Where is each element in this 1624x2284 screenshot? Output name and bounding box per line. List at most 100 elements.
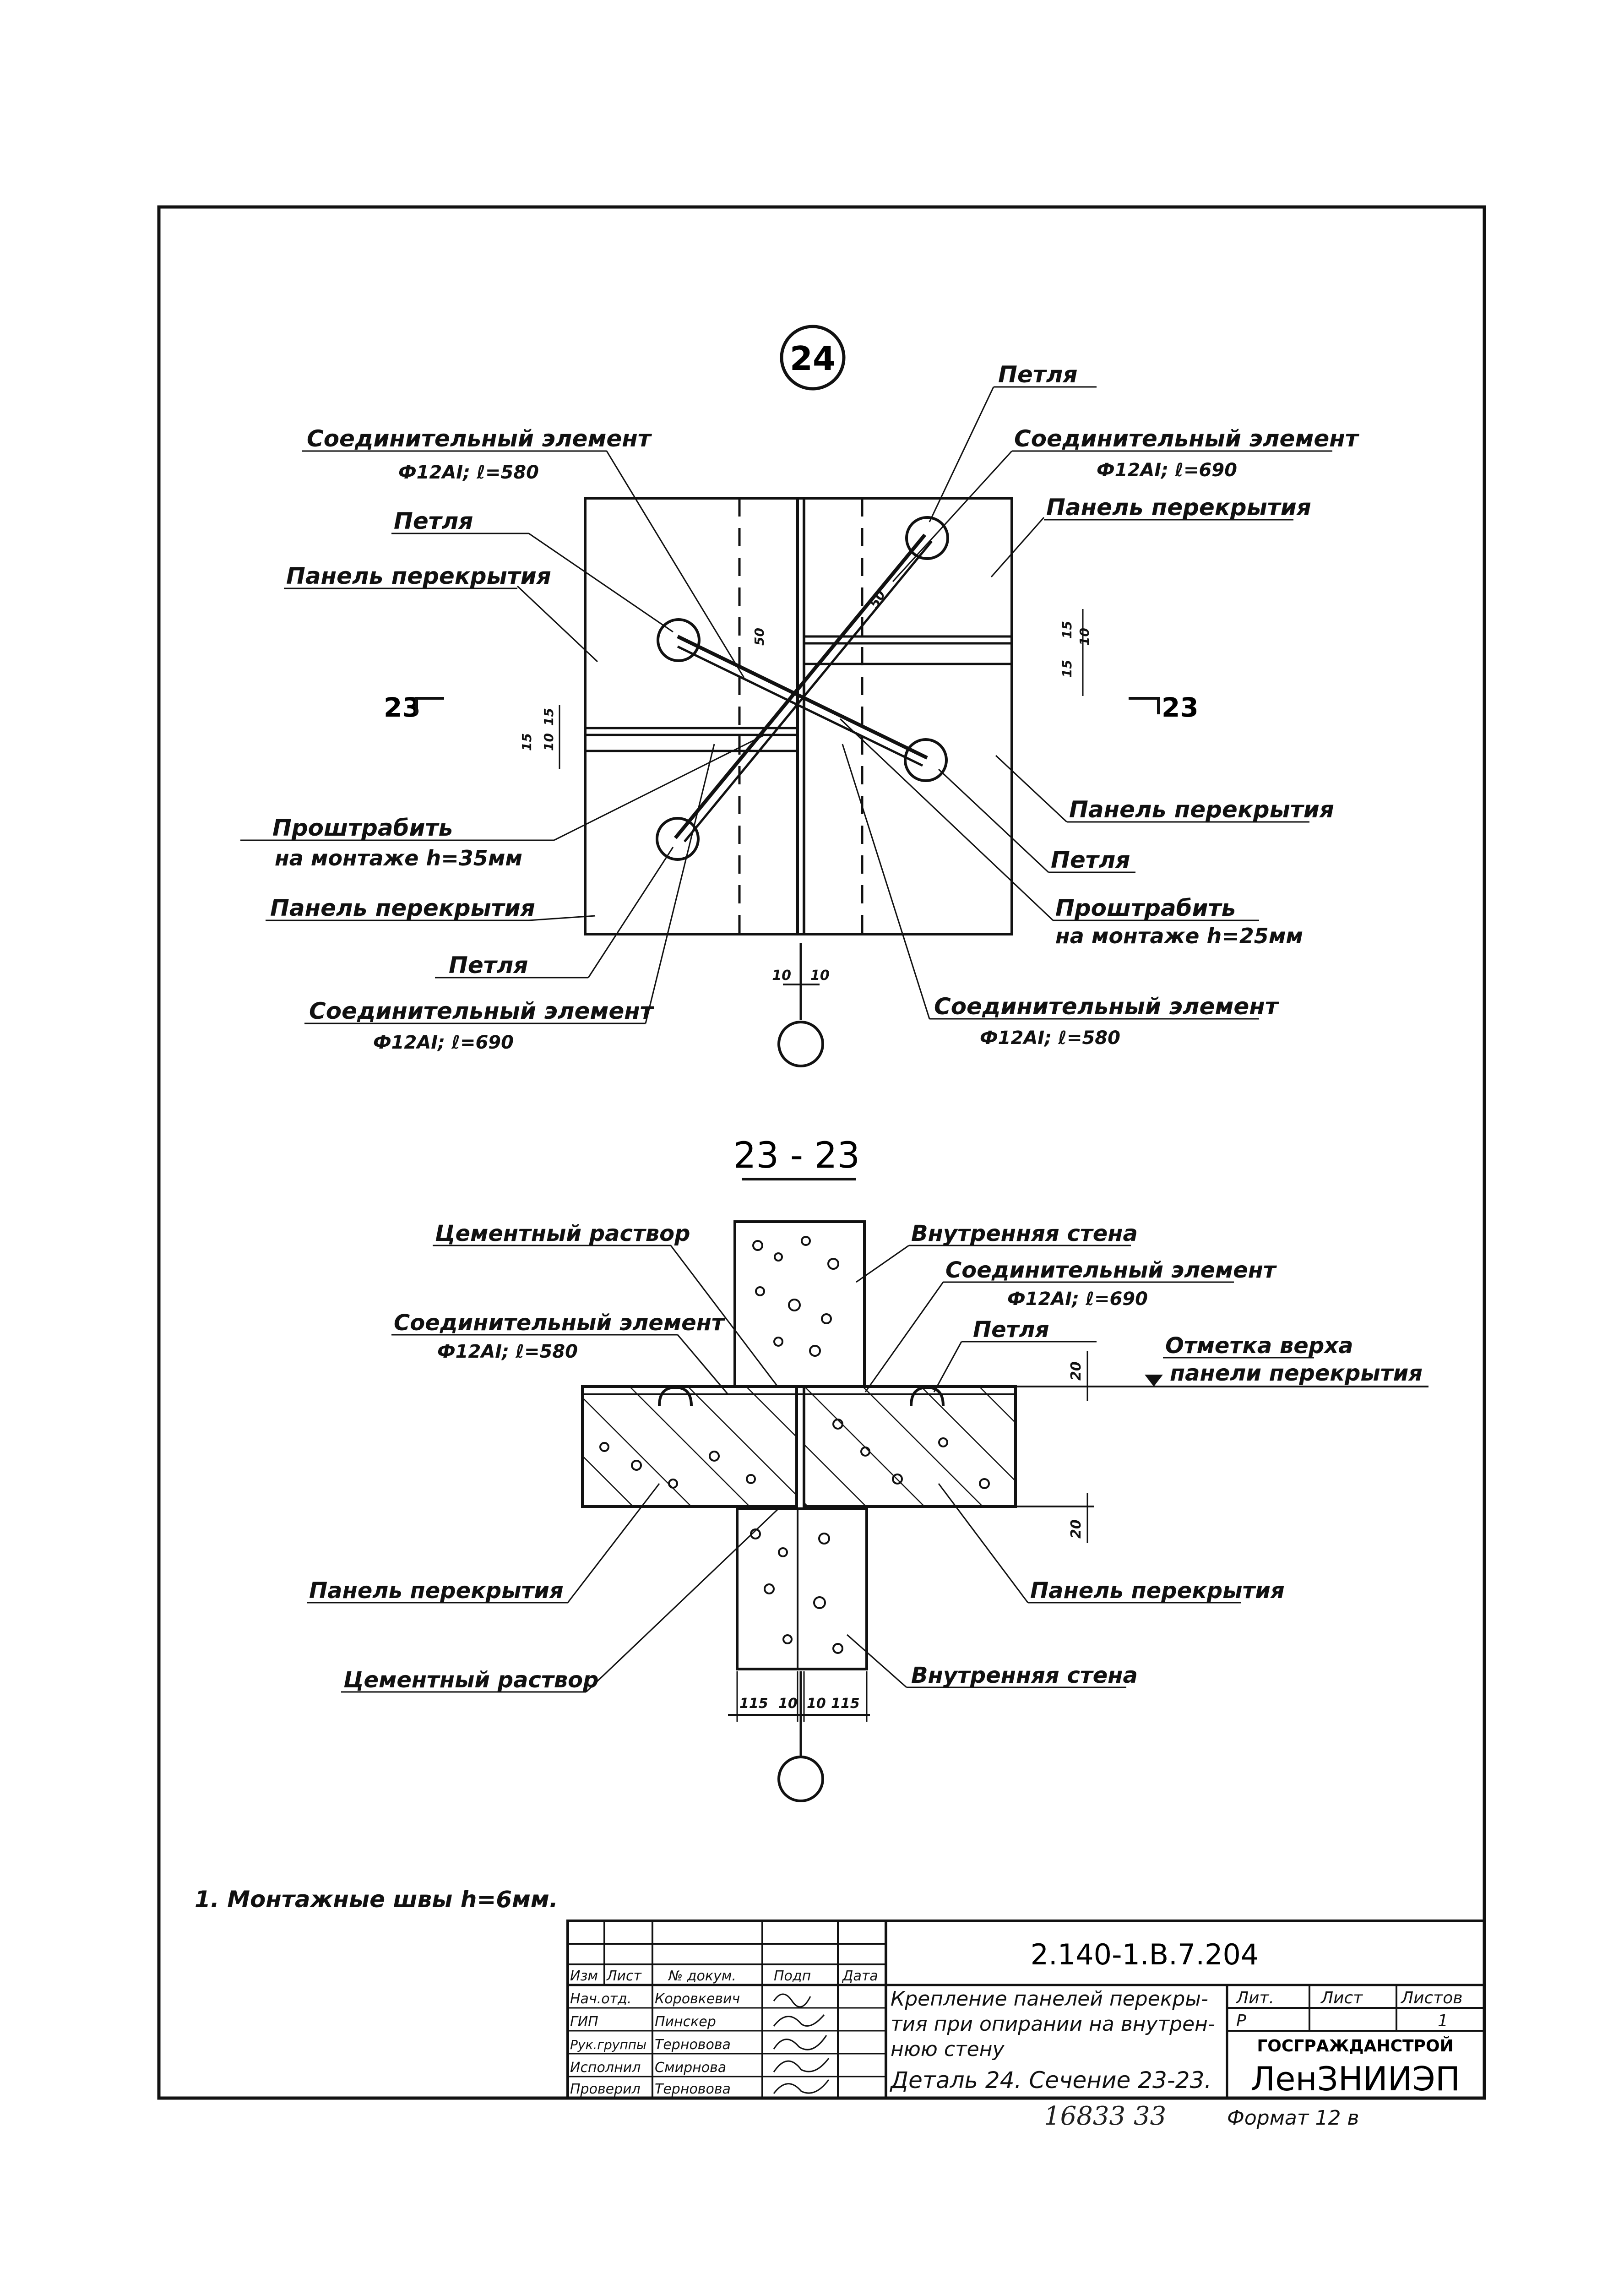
dim-h20b: 20 — [1068, 1519, 1084, 1539]
dim-115b: 115 — [831, 1696, 860, 1712]
leader-conn-r — [864, 1282, 944, 1392]
section-mark-left-arrow — [415, 697, 444, 714]
section-23-23: 23 - 23 20 2 — [307, 1135, 1428, 1802]
name-4: Смирнова — [655, 2060, 726, 2076]
hdr-data: Дата — [842, 1968, 878, 1984]
label-conn-tr-spec: Ф12АI; ℓ=690 — [1097, 460, 1237, 481]
name-5: Терновова — [655, 2081, 731, 2097]
label-conn-br-spec: Ф12АI; ℓ=580 — [980, 1028, 1120, 1049]
name-3: Терновова — [655, 2037, 731, 2053]
label-proshtrab-l: Проштрабить — [272, 815, 453, 841]
section-mark-right: 23 — [1162, 692, 1199, 723]
section-mark-right-arrow — [1129, 697, 1160, 714]
dim-10a: 10 — [778, 1696, 798, 1712]
label-conn-tl-spec: Ф12АI; ℓ=580 — [398, 462, 539, 483]
leader-panel-tl — [516, 585, 598, 663]
signature-1 — [773, 1993, 811, 2008]
leader-petlya — [933, 1341, 962, 1392]
loop-section-left — [658, 1386, 693, 1406]
leader-proshtrab-l — [554, 734, 765, 841]
axis-bubble-section — [777, 1756, 824, 1802]
section-mark-left: 23 — [384, 692, 421, 723]
label-panel-bl: Панель перекрытия — [270, 895, 535, 921]
dim-15d: 15 — [519, 733, 534, 751]
inner-wall-lower — [736, 1507, 868, 1670]
leader-wall-top — [856, 1245, 909, 1283]
label-conn-r: Соединительный элемент — [945, 1257, 1277, 1283]
label-conn-l-spec: Ф12АI; ℓ=580 — [437, 1341, 578, 1362]
sheet-header: Лист — [1320, 1989, 1363, 2007]
leader-panel-r — [995, 755, 1068, 823]
detail-24-plan: 24 23 23 10 10 50 50 — [240, 325, 1360, 1067]
axis-bubble — [777, 1021, 824, 1067]
hdr-ndok: № докум. — [668, 1968, 736, 1984]
leader-wall-bot — [847, 1634, 907, 1688]
label-conn-r-spec: Ф12АI; ℓ=690 — [1007, 1289, 1148, 1310]
loop-ring-ne — [905, 516, 949, 560]
label-proshtrab-l2: на монтаже h=35мм — [275, 846, 522, 870]
label-conn-l: Соединительный элемент — [394, 1310, 726, 1336]
leader-panel-tr — [990, 517, 1045, 577]
description-line-4: Деталь 24. Сечение 23-23. — [890, 2067, 1211, 2094]
label-conn-br: Соединительный элемент — [934, 993, 1280, 1020]
label-conn-tr: Соединительный элемент — [1014, 425, 1360, 452]
loop-ring-sw — [656, 817, 700, 861]
description-line-2: тия при опирании на внутрен- — [891, 2012, 1215, 2036]
dim-15c: 15 — [541, 708, 556, 726]
elevation-triangle — [1145, 1375, 1163, 1387]
dim-h20a: 20 — [1068, 1361, 1084, 1381]
name-1: Коровкевич — [655, 1991, 740, 2007]
label-panel-r: Панель перекрытия — [1069, 796, 1334, 823]
loop-ring-se — [904, 738, 948, 782]
leader-petlya-tl — [528, 533, 673, 633]
note: 1. Монтажные швы h=6мм. — [195, 1886, 558, 1913]
leader-petlya-bl — [587, 847, 674, 978]
hdr-list: Лист — [606, 1968, 642, 1984]
format-label: Формат 12 в — [1227, 2106, 1359, 2130]
leader-cement-top — [670, 1245, 779, 1388]
aggregate-dots — [599, 1236, 990, 1654]
label-petlya-tl: Петля — [394, 508, 473, 534]
label-petlya-r: Петля — [1051, 847, 1130, 873]
label-mark-top: Отметка верха — [1165, 1333, 1353, 1359]
leader-conn-br — [842, 744, 930, 1019]
leader-conn-bl — [645, 744, 715, 1024]
dim-50b: 50 — [866, 587, 888, 610]
label-mark-top2: панели перекрытия — [1170, 1360, 1423, 1386]
title-block: 2.140-1.В.7.204 Изм Лист № докум. Подп Д… — [566, 1920, 1486, 2099]
org-line-2: ЛенЗНИИЭП — [1250, 2060, 1460, 2098]
signature-5 — [773, 2079, 830, 2094]
inner-wall-upper — [733, 1220, 866, 1388]
label-conn-bl: Соединительный элемент — [309, 998, 655, 1024]
leader-cement-bot — [585, 1508, 779, 1693]
label-inner-wall-top: Внутренняя стена — [911, 1221, 1138, 1246]
label-panel-tl: Панель перекрытия — [286, 563, 551, 589]
signature-2 — [773, 2014, 825, 2027]
leader-panel-r — [938, 1483, 1029, 1603]
leader-petlya-r — [938, 768, 1049, 873]
label-conn-tl: Соединительный элемент — [307, 425, 652, 452]
connector-bar-a2 — [677, 645, 923, 767]
signature-4 — [773, 2058, 830, 2072]
leader-conn-l — [677, 1334, 729, 1395]
loop-section-right — [910, 1386, 945, 1406]
doc-code: 2.140-1.В.7.204 — [1031, 1938, 1259, 1971]
dim-axis-left: 10 — [772, 968, 791, 984]
org-line-1: ГОСГРАЖДАНСТРОЙ — [1257, 2036, 1453, 2056]
label-panel-tr: Панель перекрытия — [1046, 494, 1311, 521]
label-petlya-top: Петля — [998, 361, 1077, 388]
stage-value: Р — [1236, 2012, 1246, 2030]
sheets-value: 1 — [1438, 2012, 1448, 2030]
role-3: Рук.группы — [570, 2037, 646, 2052]
label-conn-bl-spec: Ф12АI; ℓ=690 — [373, 1032, 514, 1053]
label-cement-bot: Цементный раствор — [343, 1667, 599, 1693]
description-line-1: Крепление панелей перекры- — [891, 1987, 1208, 2011]
role-1: Нач.отд. — [570, 1991, 631, 2007]
dim-axis-right: 10 — [810, 968, 830, 984]
name-2: Пинскер — [655, 2014, 716, 2030]
connector-bar-b2 — [684, 540, 933, 843]
label-cement-top: Цементный раствор — [435, 1221, 690, 1246]
leader-panel-bl — [528, 915, 596, 921]
label-petlya-bl: Петля — [449, 952, 528, 979]
